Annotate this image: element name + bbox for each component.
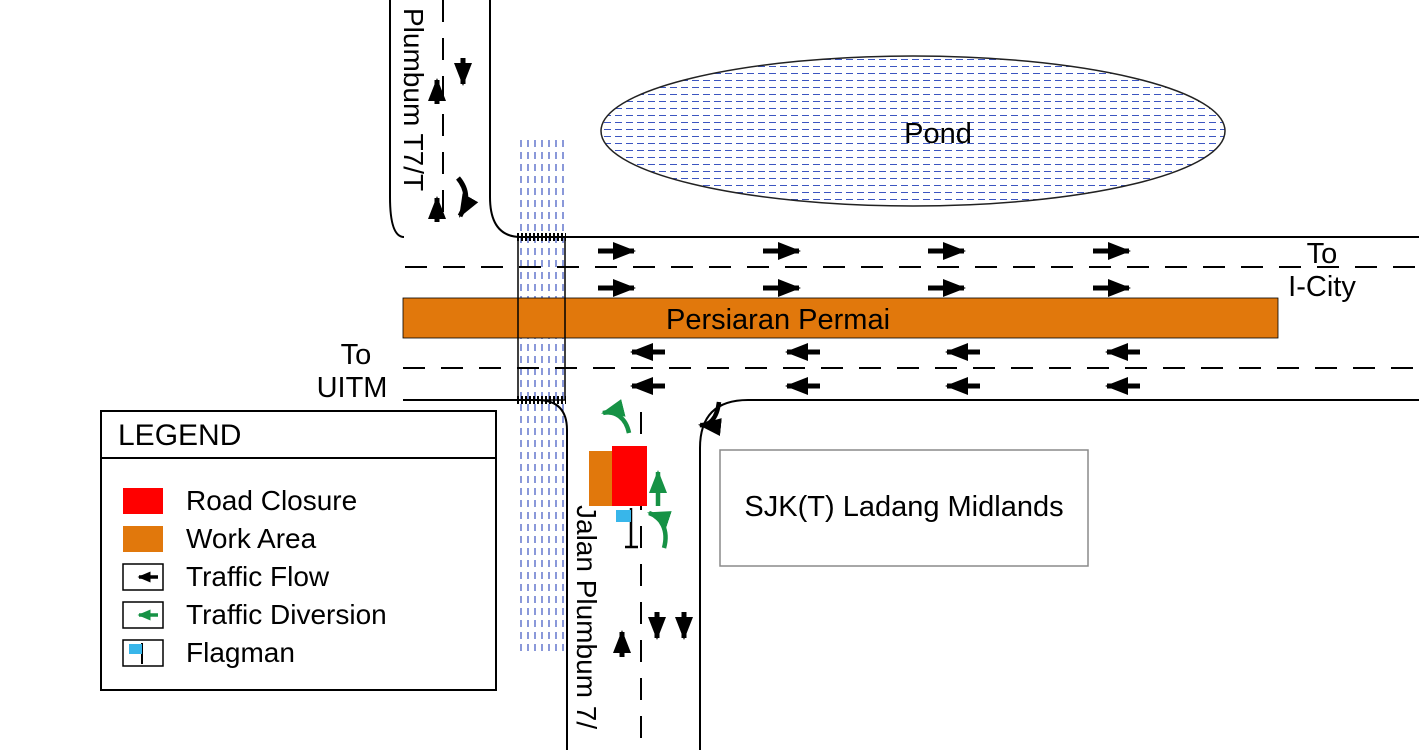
destination-right: To I-City [1288, 238, 1356, 303]
dest-right-line2: I-City [1288, 271, 1356, 303]
school-label: SJK(T) Ladang Midlands [744, 491, 1063, 523]
legend-item-traffic-diversion: Traffic Diversion [122, 599, 495, 630]
dest-left-line2: UITM [317, 372, 388, 404]
dest-right-line1: To [1307, 238, 1338, 270]
legend-item-traffic-flow: Traffic Flow [122, 561, 495, 592]
legend-item-flagman: Flagman [122, 637, 495, 668]
legend-item-label: Road Closure [186, 485, 358, 516]
main-road-label: Persiaran Permai [666, 304, 890, 336]
legend-item-label: Traffic Flow [186, 561, 330, 592]
legend-item-work-area: Work Area [122, 523, 495, 554]
legend-item-road-closure: Road Closure [122, 485, 495, 516]
legend-item-label: Work Area [186, 523, 317, 554]
traffic-diversion-arrow-icon [122, 601, 164, 629]
pond-label: Pond [904, 118, 972, 150]
dest-left-line1: To [341, 339, 372, 371]
bottom-road-label: Jalan Plumbum 7/ [571, 505, 602, 729]
top-road-label: Plumbum T7/T [398, 8, 429, 191]
flagman-icon [122, 639, 164, 667]
school-building: SJK(T) Ladang Midlands [719, 449, 1089, 567]
work-area-swatch [123, 526, 163, 552]
destination-left: To UITM [317, 339, 388, 404]
work-area-band [402, 297, 1279, 339]
crossing-box [517, 233, 566, 404]
legend-rows: Road Closure Work Area Traffic Flow [102, 459, 495, 668]
flagman-marker [616, 508, 638, 549]
traffic-flow-arrows [428, 58, 1140, 657]
legend-item-label: Flagman [186, 637, 295, 668]
legend-title: LEGEND [102, 412, 495, 459]
legend-item-label: Traffic Diversion [186, 599, 387, 630]
traffic-flow-arrow-icon [122, 563, 164, 591]
pond: Pond [600, 55, 1226, 207]
road-closure-block [589, 446, 647, 506]
road-closure-swatch [123, 488, 163, 514]
legend: LEGEND Road Closure Work Area Traff [100, 410, 497, 691]
traffic-diversion-arrows [601, 399, 672, 549]
